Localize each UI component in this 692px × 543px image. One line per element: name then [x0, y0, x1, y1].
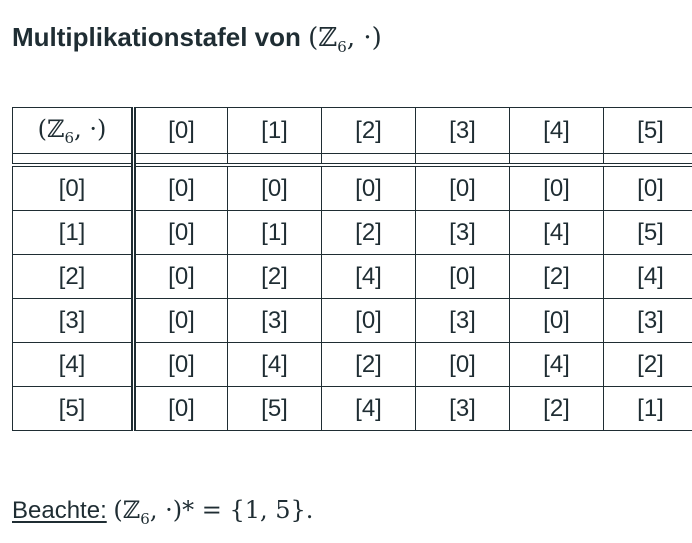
multiplication-table: (ℤ6, ·)[0][1][2][3][4][5][0][0][0][0][0]…	[12, 107, 692, 431]
note-math-start: (ℤ	[113, 496, 141, 524]
table-cell: [3]	[603, 298, 692, 343]
table-cell: [0]	[321, 298, 416, 343]
page-title: Multiplikationstafel von (ℤ6, ·)	[12, 22, 382, 56]
table-cell: [0]	[415, 164, 510, 211]
title-text: Multiplikationstafel von	[12, 22, 301, 52]
row-header: [5]	[12, 386, 136, 431]
table-cell: [0]	[509, 298, 604, 343]
table-cell: [5]	[227, 386, 322, 431]
table-cell: [0]	[415, 342, 510, 387]
table-cell: [0]	[133, 342, 228, 387]
table-cell: [2]	[509, 386, 604, 431]
table-cell: [4]	[321, 386, 416, 431]
column-header: [0]	[133, 107, 228, 154]
title-math: (ℤ6, ·)	[308, 23, 382, 57]
separator-row	[12, 153, 692, 167]
table-cell: [0]	[133, 298, 228, 343]
column-header: [4]	[509, 107, 604, 154]
table-cell: [5]	[603, 210, 692, 255]
column-header: [3]	[415, 107, 510, 154]
table-cell: [0]	[133, 164, 228, 211]
corner-cell: (ℤ6, ·)	[12, 107, 136, 154]
corner-math-end: , ·)	[74, 114, 107, 143]
table-row: [5][0][5][4][3][2][1]	[12, 386, 692, 431]
header-row: (ℤ6, ·)[0][1][2][3][4][5]	[12, 107, 692, 154]
table-cell: [1]	[227, 210, 322, 255]
title-math-end: , ·)	[346, 23, 382, 53]
column-header: [2]	[321, 107, 416, 154]
note-math-end: , ·)* = {1, 5}.	[149, 496, 314, 524]
corner-math-start: (ℤ	[37, 114, 65, 143]
title-math-start: (ℤ	[308, 23, 338, 53]
row-header: [2]	[12, 254, 136, 299]
table-cell: [2]	[321, 210, 416, 255]
table-cell: [2]	[227, 254, 322, 299]
column-header: [1]	[227, 107, 322, 154]
table-cell: [4]	[603, 254, 692, 299]
table-cell: [3]	[227, 298, 322, 343]
separator-cell	[509, 153, 604, 167]
table-cell: [3]	[415, 210, 510, 255]
row-header: [3]	[12, 298, 136, 343]
table-cell: [0]	[321, 164, 416, 211]
table-cell: [4]	[509, 210, 604, 255]
separator-cell	[12, 153, 136, 167]
separator-cell	[321, 153, 416, 167]
note-label: Beachte:	[12, 497, 107, 524]
separator-cell	[227, 153, 322, 167]
separator-cell	[603, 153, 692, 167]
table-cell: [0]	[133, 386, 228, 431]
table-row: [3][0][3][0][3][0][3]	[12, 298, 692, 343]
table-cell: [1]	[603, 386, 692, 431]
note: Beachte: (ℤ6, ·)* = {1, 5}.	[12, 496, 313, 528]
table-cell: [0]	[227, 164, 322, 211]
separator-cell	[133, 153, 228, 167]
table-row: [1][0][1][2][3][4][5]	[12, 210, 692, 255]
table-cell: [0]	[133, 210, 228, 255]
corner-math-sub: 6	[64, 128, 75, 147]
table-cell: [2]	[321, 342, 416, 387]
title-math-sub: 6	[337, 38, 347, 57]
column-header: [5]	[603, 107, 692, 154]
table-cell: [4]	[509, 342, 604, 387]
table-cell: [2]	[509, 254, 604, 299]
table-row: [2][0][2][4][0][2][4]	[12, 254, 692, 299]
table-cell: [0]	[133, 254, 228, 299]
table-cell: [3]	[415, 298, 510, 343]
separator-cell	[415, 153, 510, 167]
table-cell: [4]	[321, 254, 416, 299]
row-header: [4]	[12, 342, 136, 387]
note-math: (ℤ6, ·)* = {1, 5}.	[113, 496, 314, 528]
table-row: [0][0][0][0][0][0][0]	[12, 164, 692, 211]
table-cell: [4]	[227, 342, 322, 387]
table-cell: [0]	[509, 164, 604, 211]
table-cell: [0]	[603, 164, 692, 211]
row-header: [1]	[12, 210, 136, 255]
table-row: [4][0][4][2][0][4][2]	[12, 342, 692, 387]
row-header: [0]	[12, 164, 136, 211]
table-cell: [0]	[415, 254, 510, 299]
table-cell: [3]	[415, 386, 510, 431]
note-math-sub: 6	[140, 509, 150, 528]
table-cell: [2]	[603, 342, 692, 387]
